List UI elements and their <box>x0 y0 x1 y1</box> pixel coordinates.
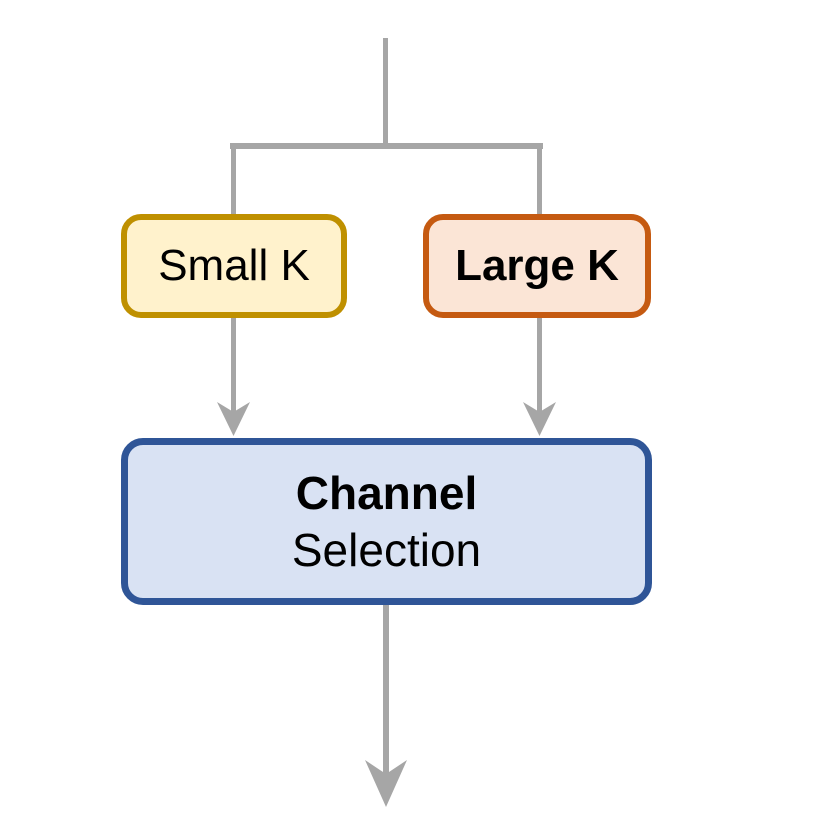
arrowhead-output-icon <box>365 760 407 807</box>
node-large-k: Large K <box>423 214 651 318</box>
node-channel-selection: Channel Selection <box>121 438 652 605</box>
node-channel-selection-label-line1: Channel <box>295 466 478 519</box>
arrowhead-left-icon <box>217 402 250 436</box>
node-large-k-label: Large K <box>455 241 619 290</box>
node-small-k-label: Small K <box>158 241 310 290</box>
arrowhead-right-icon <box>523 402 556 436</box>
node-channel-selection-label-line2: Selection <box>291 523 482 576</box>
node-small-k: Small K <box>121 214 347 318</box>
